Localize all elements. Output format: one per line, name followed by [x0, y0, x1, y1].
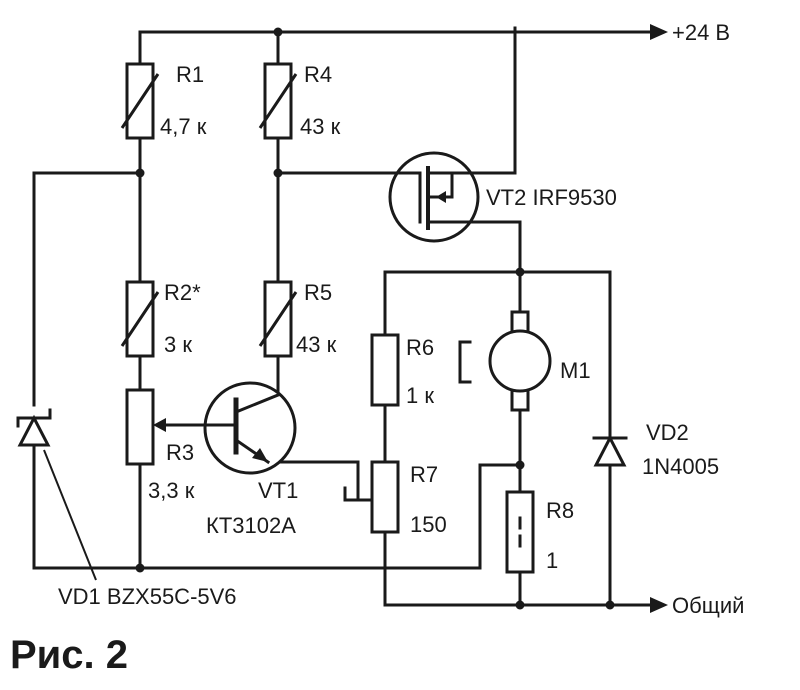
potentiometer-r7	[343, 460, 400, 534]
r3-ref: R3	[166, 440, 194, 465]
ground-label: Общий	[672, 593, 744, 618]
zener-vd1	[16, 408, 97, 581]
vd2-ref: VD2	[646, 420, 689, 445]
wires	[32, 26, 652, 607]
diode-vd2	[592, 423, 628, 467]
r6-ref: R6	[406, 335, 434, 360]
r1-ref: R1	[176, 62, 204, 87]
r4-ref: R4	[304, 62, 332, 87]
r7-value: 150	[410, 512, 447, 537]
r2-value: 3 к	[164, 332, 192, 357]
r1-value: 4,7 к	[160, 114, 207, 139]
resistor-r6	[370, 333, 400, 407]
vd1-label: VD1 BZX55C-5V6	[58, 584, 237, 609]
supply-arrow	[650, 24, 668, 40]
transistor-vt1	[203, 381, 297, 475]
r4-value: 43 к	[300, 114, 341, 139]
vt1-ref: VT1	[258, 478, 298, 503]
r5-value: 43 к	[296, 332, 337, 357]
resistor-r8	[505, 490, 535, 574]
r6-value: 1 к	[406, 383, 434, 408]
resistor-r4	[258, 62, 298, 140]
r8-value: 1	[546, 548, 558, 573]
supply-label: +24 В	[672, 20, 730, 45]
ground-arrow	[650, 597, 668, 613]
motor-m1	[458, 310, 552, 412]
r2-ref: R2*	[164, 280, 201, 305]
r8-ref: R8	[546, 498, 574, 523]
vt2-label: VT2 IRF9530	[486, 185, 617, 210]
resistor-r1	[120, 62, 160, 140]
r3-value: 3,3 к	[148, 478, 195, 503]
resistor-r5	[258, 280, 298, 358]
vt1-value: КТ3102А	[206, 513, 296, 538]
r5-ref: R5	[304, 280, 332, 305]
r7-ref: R7	[410, 462, 438, 487]
potentiometer-r3	[125, 388, 166, 466]
figure-caption: Рис. 2	[10, 633, 128, 677]
junction-dots	[135, 27, 615, 610]
vd2-value: 1N4005	[642, 454, 719, 479]
m1-ref: M1	[560, 358, 591, 383]
mosfet-vt2	[388, 151, 480, 243]
resistor-r2	[120, 280, 160, 358]
